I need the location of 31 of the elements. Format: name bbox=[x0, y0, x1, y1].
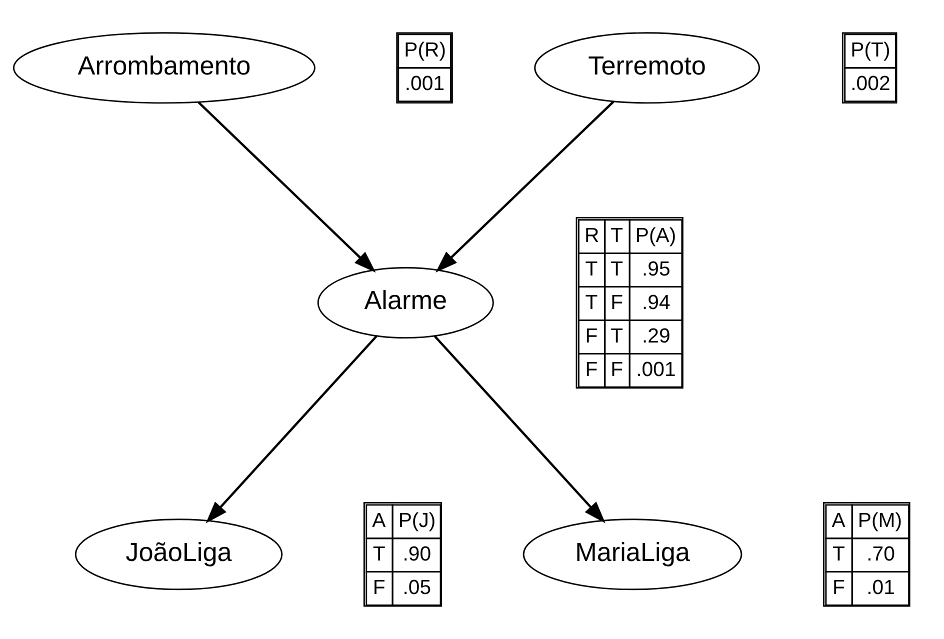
label: F bbox=[585, 325, 598, 348]
label: P(R) bbox=[404, 40, 446, 62]
label: .29 bbox=[642, 325, 670, 348]
label: .01 bbox=[866, 576, 895, 599]
label: .90 bbox=[402, 543, 432, 566]
label: .94 bbox=[642, 292, 670, 314]
label: .001 bbox=[404, 73, 445, 96]
label: T bbox=[585, 292, 598, 314]
label: F bbox=[585, 358, 598, 381]
label: A bbox=[832, 510, 846, 532]
label: F bbox=[832, 576, 845, 599]
label: .70 bbox=[866, 543, 895, 566]
label: A bbox=[372, 510, 386, 532]
label: F bbox=[610, 292, 624, 314]
label: P(A) bbox=[635, 224, 676, 247]
label: T bbox=[372, 543, 386, 566]
label: F bbox=[610, 358, 624, 381]
label: .001 bbox=[636, 358, 676, 381]
label: T bbox=[610, 258, 624, 280]
label: T bbox=[585, 258, 598, 280]
label: T bbox=[610, 325, 624, 348]
label: P(T) bbox=[850, 40, 890, 62]
label: T bbox=[610, 224, 624, 247]
label: R bbox=[584, 224, 600, 247]
label: F bbox=[372, 576, 386, 599]
label: .002 bbox=[850, 73, 890, 96]
label: T bbox=[832, 543, 845, 566]
label: P(J) bbox=[398, 510, 436, 532]
label: .95 bbox=[642, 258, 670, 280]
label: .05 bbox=[402, 576, 432, 599]
label: P(M) bbox=[858, 510, 902, 532]
